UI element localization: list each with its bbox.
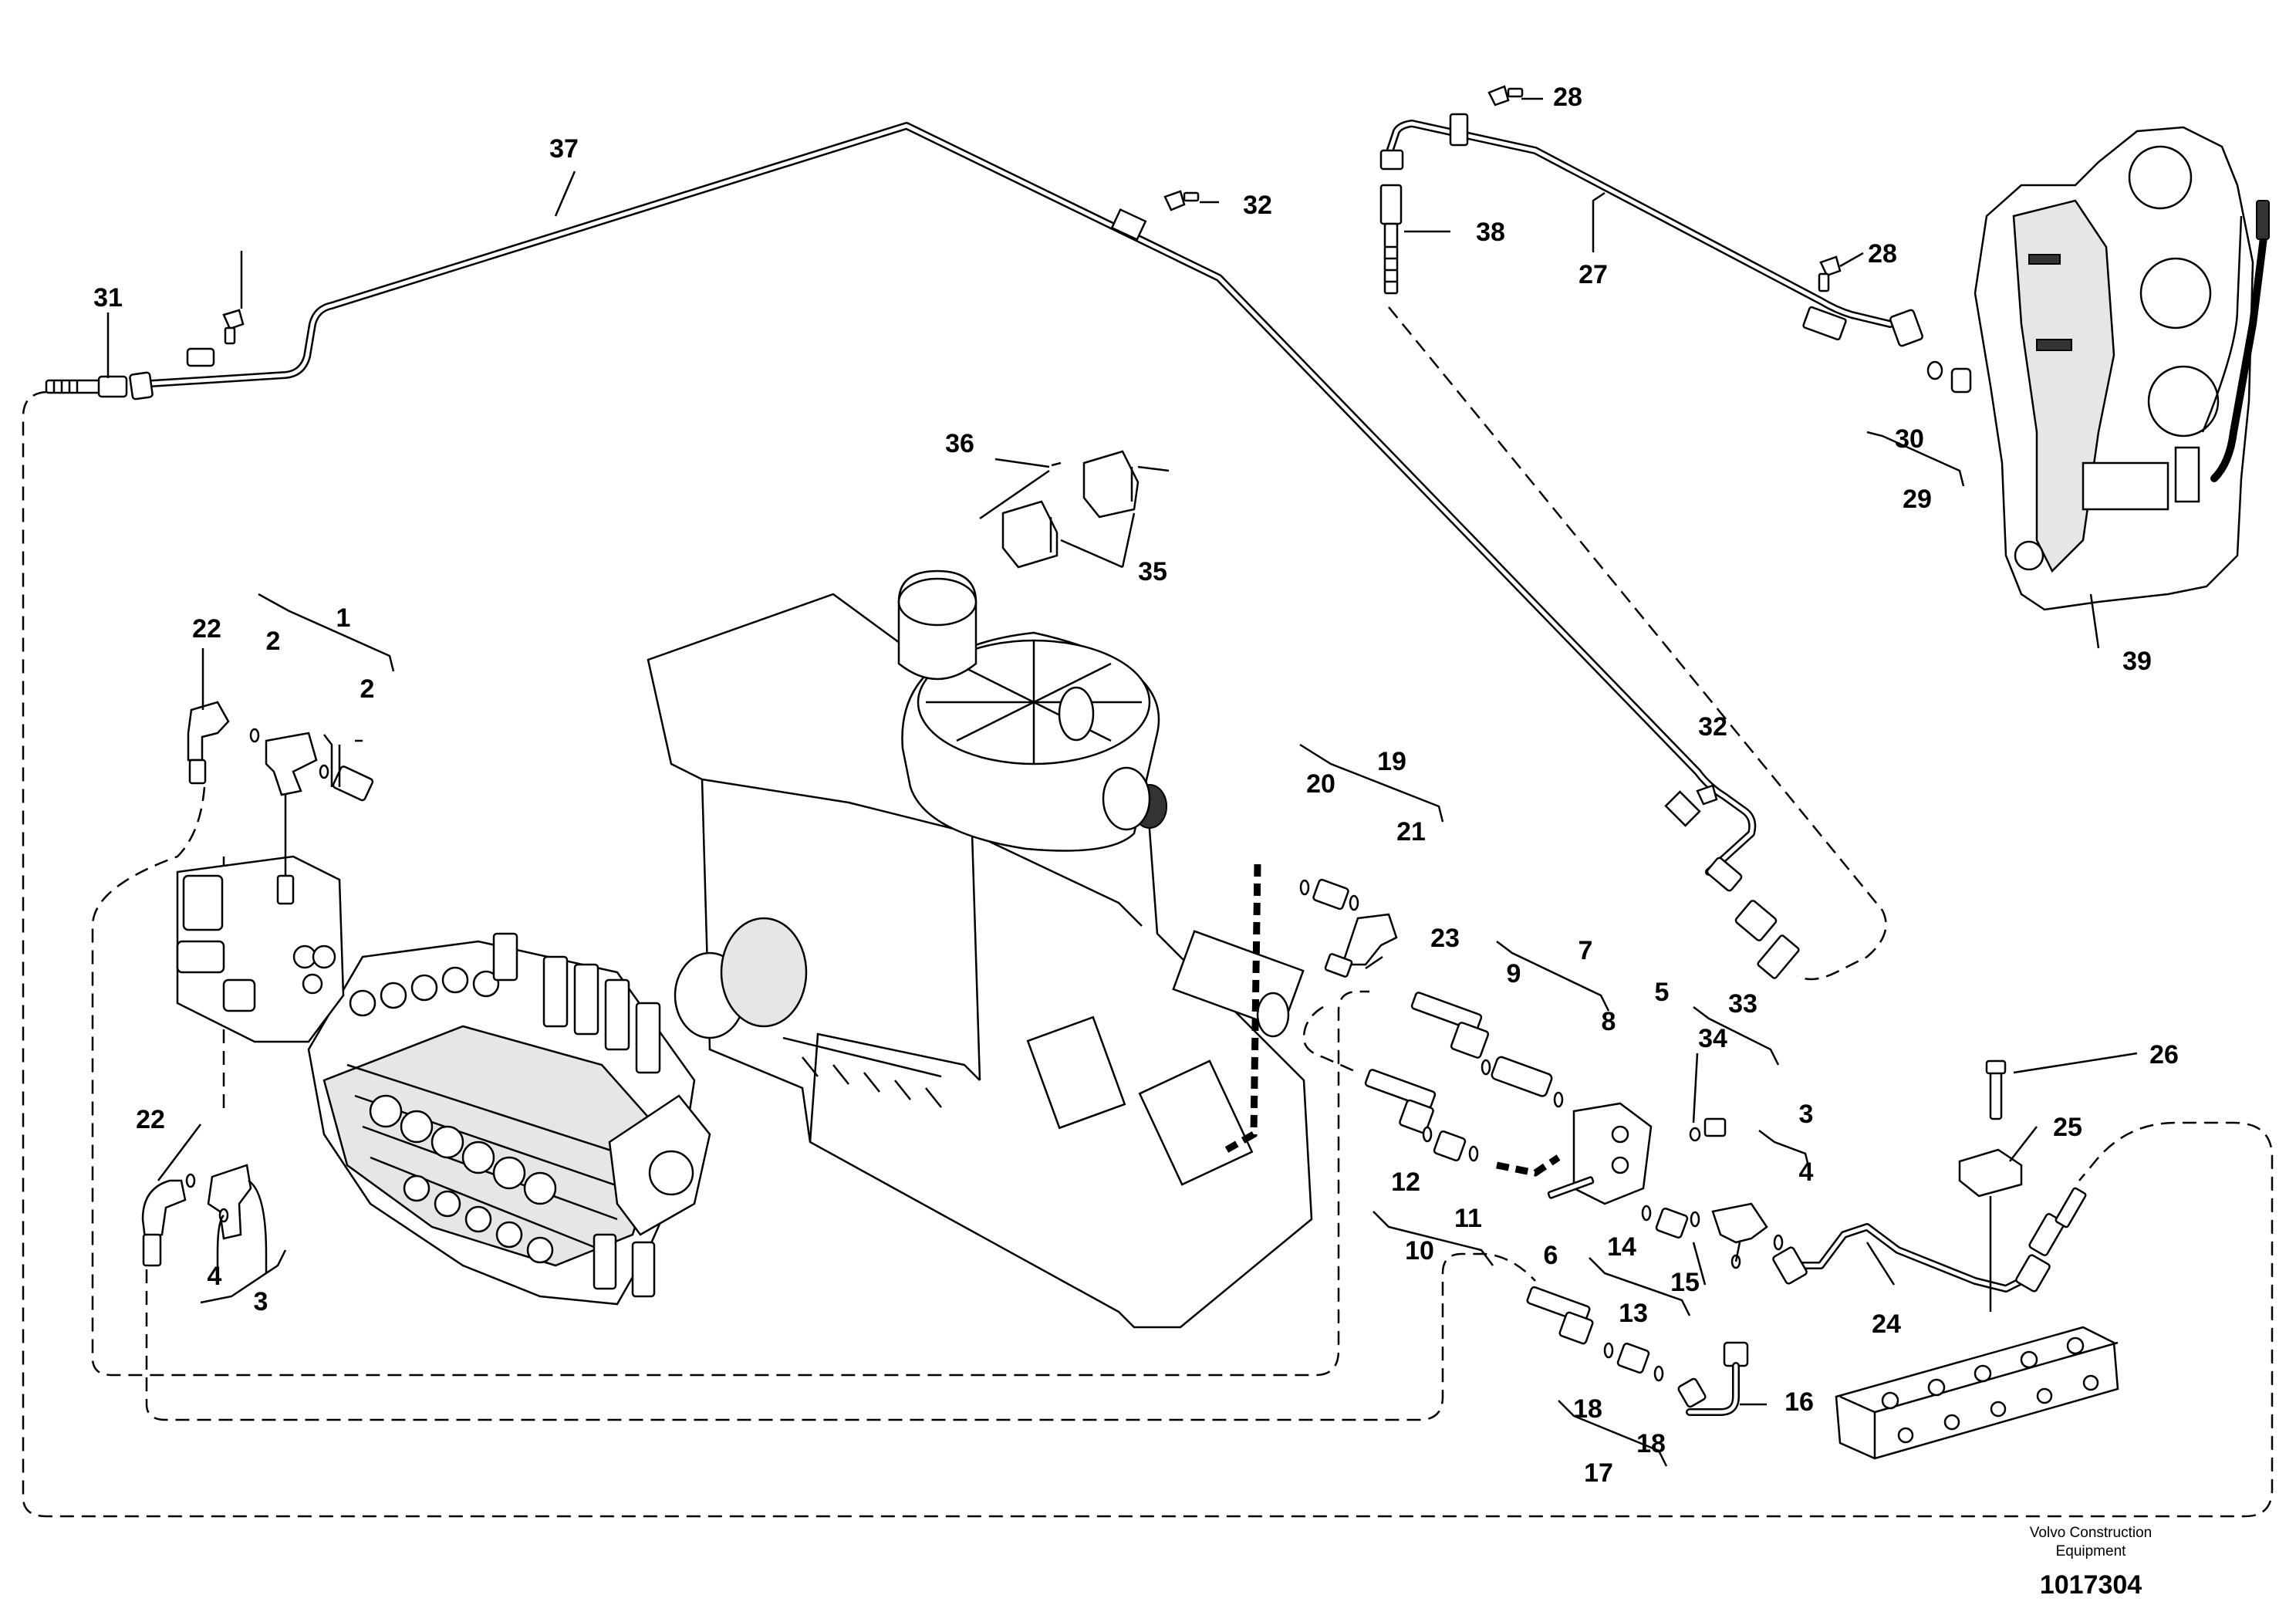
hose-routing-lines: [22, 306, 2274, 1518]
fittings-13-15: [1641, 1117, 1784, 1269]
callout-37: 37: [549, 134, 579, 164]
attachment-bracket-39: [1974, 126, 2270, 611]
callout-33: 33: [1728, 989, 1757, 1019]
clamp-block-25-26: [1835, 1059, 2119, 1460]
callout-34: 34: [1698, 1024, 1727, 1053]
callout-31: 31: [93, 283, 123, 313]
callout-4: 4: [1799, 1157, 1814, 1187]
callout-8: 8: [1602, 1007, 1616, 1036]
callout-18: 18: [1573, 1394, 1602, 1424]
callout-22: 22: [192, 614, 221, 644]
callout-16: 16: [1784, 1387, 1814, 1417]
callout-22: 22: [136, 1105, 165, 1134]
callout-32: 32: [1698, 712, 1727, 742]
fittings-19-23: [1224, 863, 1398, 1153]
hydraulic-tank: [647, 569, 1313, 1329]
control-valve-block: [307, 932, 711, 1306]
fittings-17-18: [1526, 1286, 1664, 1382]
callout-18: 18: [1636, 1429, 1666, 1458]
callout-3: 3: [254, 1287, 268, 1316]
fittings-7-9: [1410, 992, 1564, 1108]
manufacturer-name: Volvo Construction Equipment: [2029, 1525, 2152, 1559]
callout-10: 10: [1405, 1236, 1434, 1265]
callout-26: 26: [2149, 1040, 2179, 1070]
pipe-24: [1772, 1187, 2087, 1293]
callout-35: 35: [1138, 557, 1167, 586]
callout-20: 20: [1306, 769, 1335, 799]
callout-24: 24: [1872, 1309, 1901, 1339]
elbow-16: [1677, 1341, 1749, 1416]
callout-28: 28: [1553, 83, 1582, 112]
callout-1: 1: [336, 603, 351, 633]
tee-3-left: [185, 1164, 252, 1240]
callout-39: 39: [2122, 647, 2152, 676]
fitting-31: [45, 371, 154, 400]
callout-29: 29: [1903, 485, 1932, 514]
plug-29-30: [1926, 360, 1972, 394]
callout-2: 2: [266, 627, 281, 656]
callout-3: 3: [1799, 1100, 1814, 1129]
callout-28: 28: [1868, 239, 1897, 269]
callout-17: 17: [1584, 1458, 1613, 1488]
callout-25: 25: [2053, 1113, 2082, 1142]
callout-30: 30: [1895, 424, 1924, 454]
callout-12: 12: [1391, 1168, 1420, 1197]
elbow-22-lower: [141, 1179, 187, 1267]
callout-6: 6: [1544, 1241, 1558, 1270]
drawing-number: 1017304: [2039, 1570, 2142, 1600]
callout-38: 38: [1476, 218, 1505, 247]
callout-11: 11: [1454, 1204, 1482, 1233]
callout-15: 15: [1670, 1268, 1700, 1297]
decals-35-36: [979, 450, 1140, 569]
bolts: [222, 85, 1842, 806]
valve-5: [1547, 1102, 1653, 1205]
pipe-27: [1379, 113, 1923, 347]
callout-36: 36: [945, 429, 974, 458]
callout-9: 9: [1507, 959, 1521, 988]
callout-labels: 37 32 31 28 38 27 28 30 29 39 36 35 22 1…: [93, 83, 2179, 1488]
callout-27: 27: [1578, 260, 1608, 289]
callout-23: 23: [1430, 924, 1460, 953]
callout-5: 5: [1655, 978, 1670, 1007]
callout-14: 14: [1607, 1232, 1636, 1262]
callout-21: 21: [1396, 817, 1426, 846]
callout-7: 7: [1578, 936, 1593, 965]
leader-lines: [106, 97, 2138, 1406]
elbow-22-upper: [187, 701, 230, 785]
fitting-38-lower: [1706, 857, 1800, 979]
pipe-37: [135, 122, 1757, 876]
callout-19: 19: [1377, 747, 1406, 776]
fittings-10-12: [1364, 1069, 1561, 1177]
callout-2: 2: [360, 674, 375, 704]
group-brackets: [200, 431, 1965, 1467]
callout-4: 4: [208, 1262, 222, 1291]
manifold-left: [176, 795, 345, 1043]
callout-32: 32: [1243, 191, 1272, 220]
tee-1: [249, 728, 374, 802]
callout-13: 13: [1619, 1299, 1648, 1328]
